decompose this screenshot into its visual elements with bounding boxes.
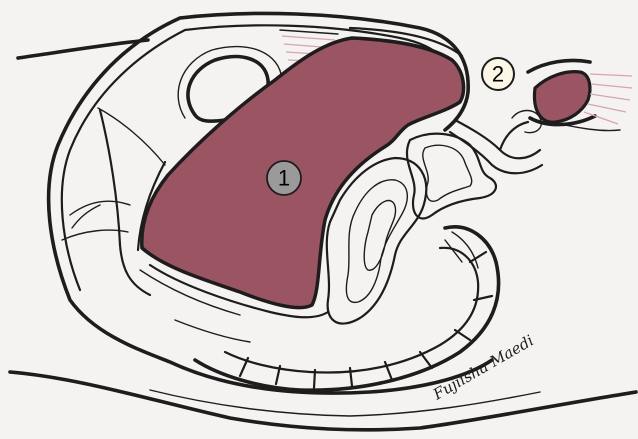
marker-2-label: 2 [492, 62, 504, 87]
convoluted-structure-upper-inner [423, 145, 472, 201]
convoluted-structure-upper [407, 134, 496, 219]
secondary-organ-region [534, 72, 589, 123]
lower-tube-fold [445, 232, 478, 268]
marker-1-label: 1 [278, 166, 290, 191]
main-organ-region [142, 38, 464, 308]
connecting-tube [450, 120, 542, 173]
convoluted-structure-inner [346, 180, 407, 303]
bottom-arc-2 [175, 320, 250, 342]
lower-contour-line [10, 372, 636, 430]
convoluted-structure-core [364, 200, 395, 270]
